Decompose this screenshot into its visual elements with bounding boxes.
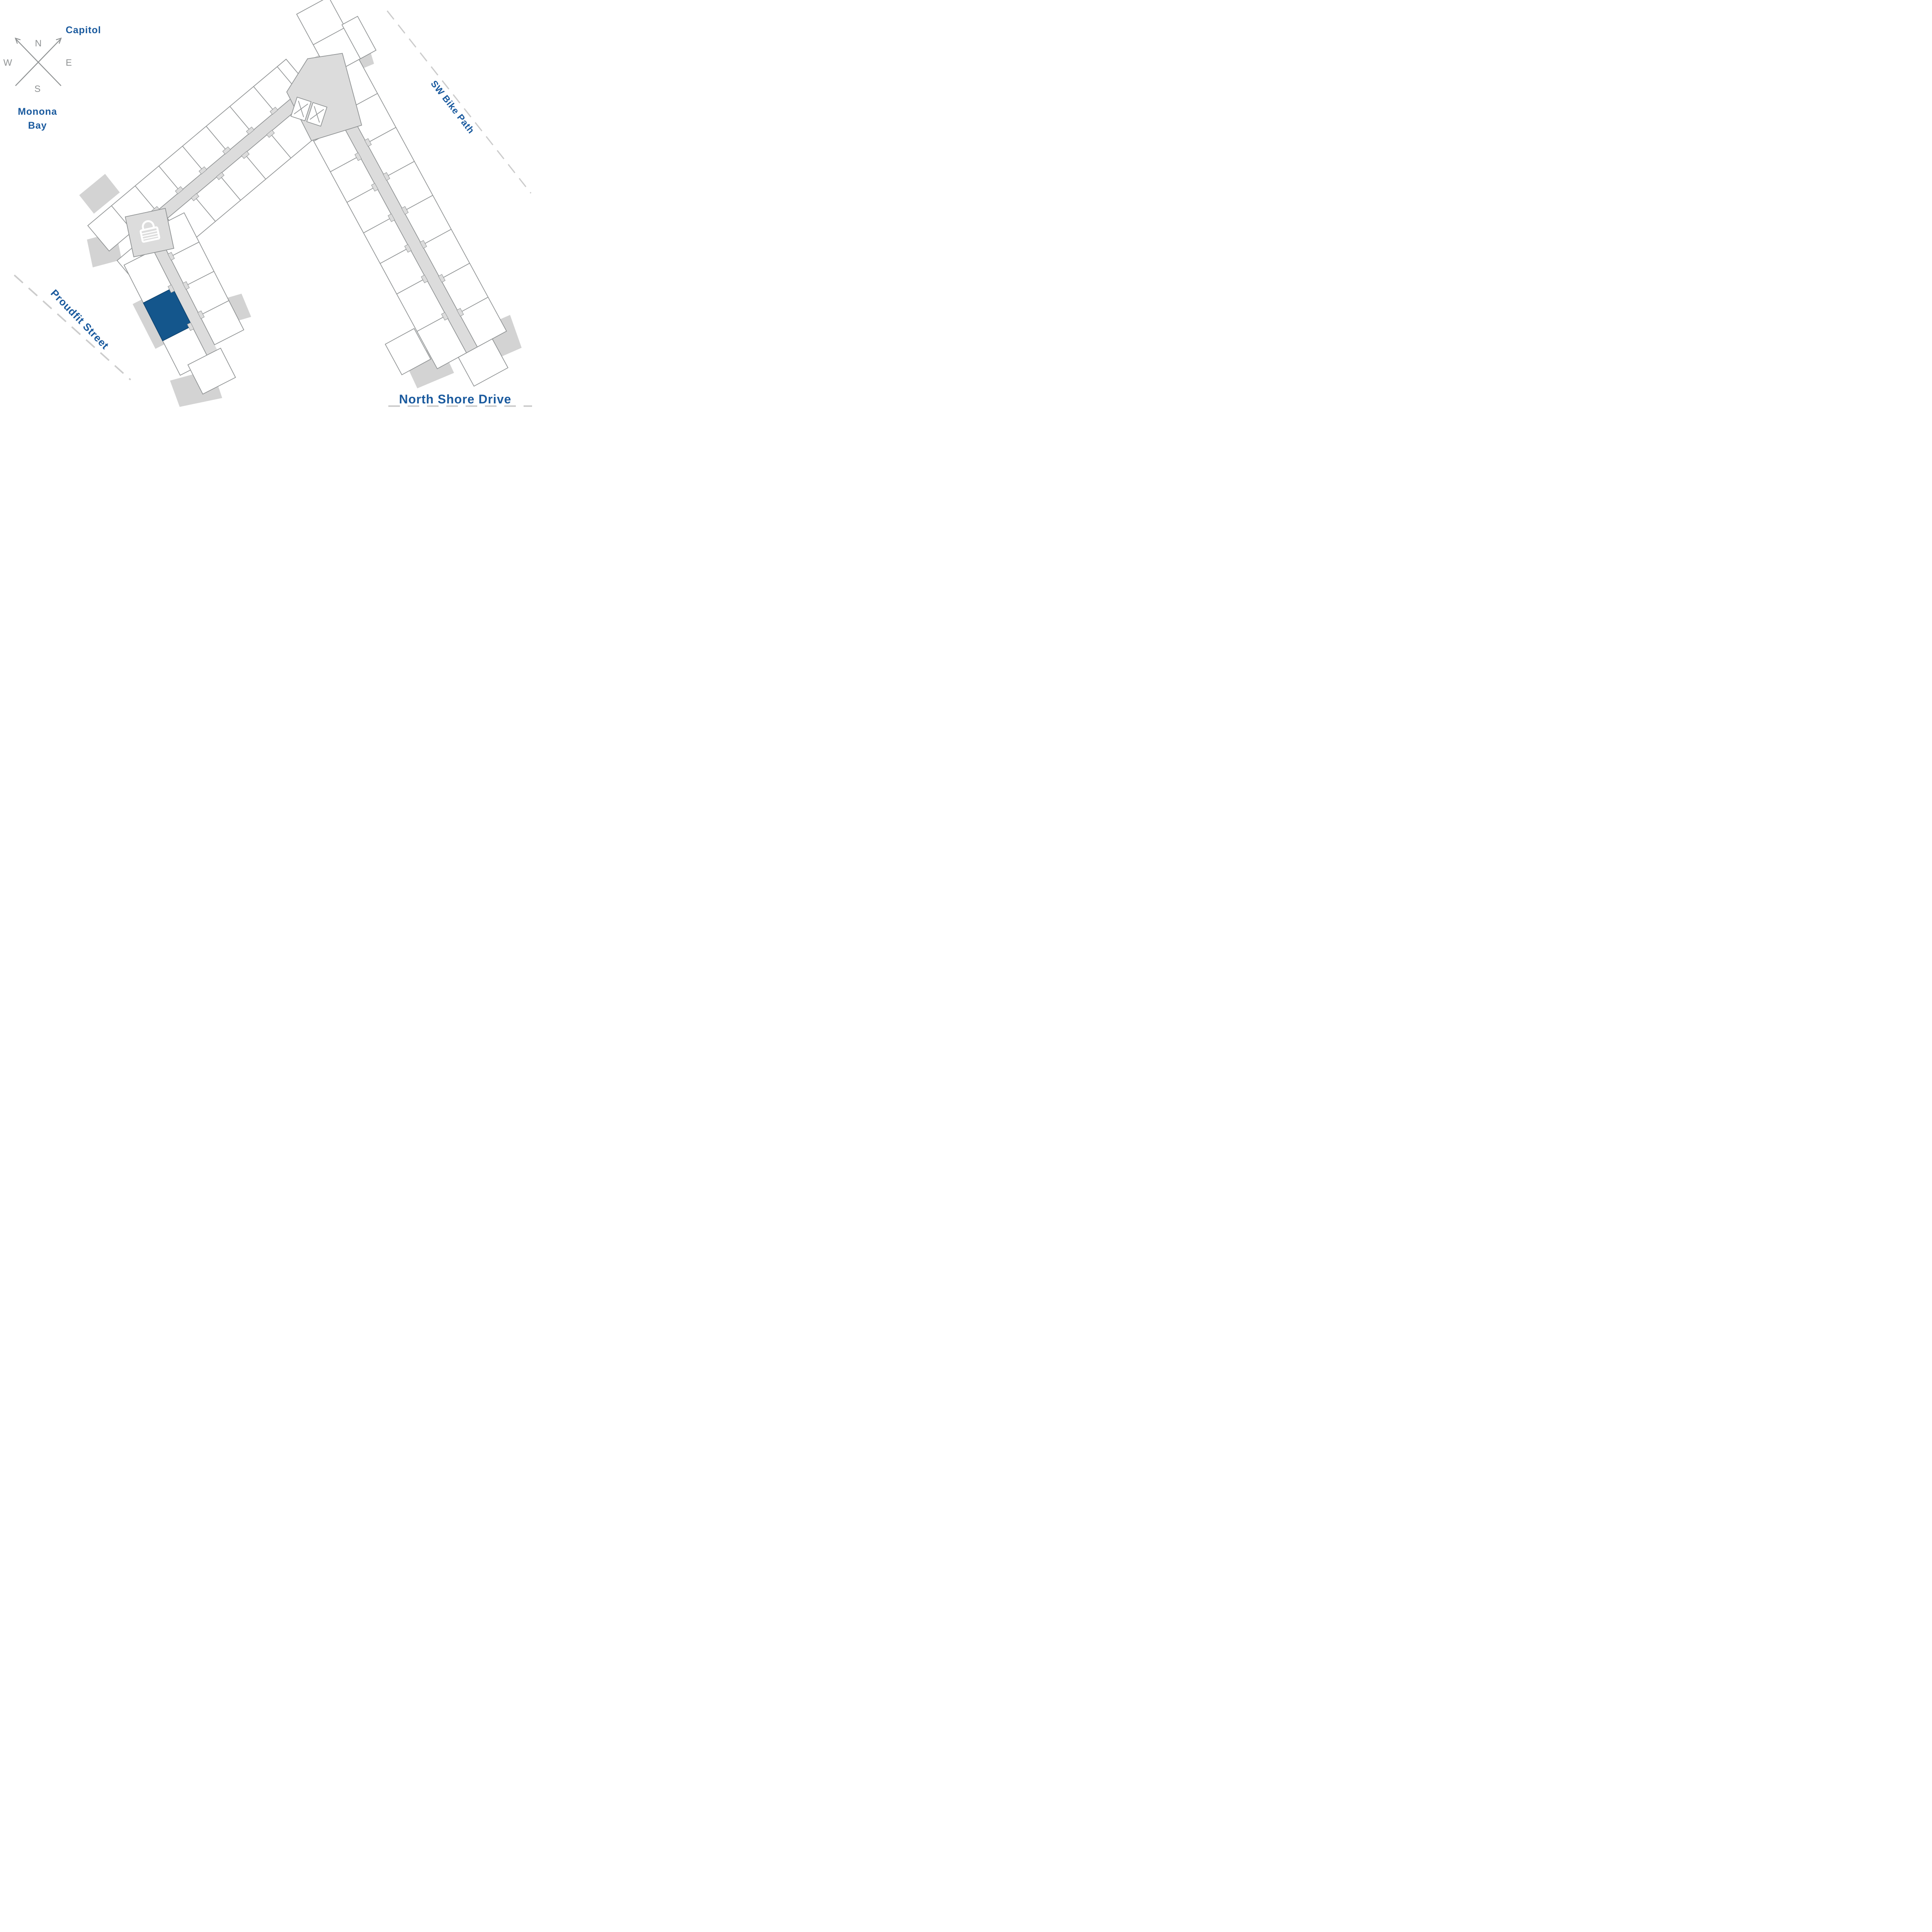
unit-end-east <box>457 338 509 387</box>
corridor-tab <box>197 310 205 319</box>
corridor-tab <box>404 244 412 253</box>
corridor-tab <box>438 274 446 283</box>
label-proudfit-street: Proudfit Street <box>48 287 111 352</box>
unit-divider <box>417 315 447 332</box>
unit-divider <box>230 106 252 132</box>
apex-common-area <box>286 53 362 141</box>
corridor-tab <box>241 151 250 159</box>
sw-bike-path-line <box>386 10 532 194</box>
corridor-tab <box>420 240 427 249</box>
corridor-tab <box>269 107 278 115</box>
unit-divider <box>244 153 266 180</box>
compass-arrow-ne <box>56 37 62 44</box>
corridor-tab <box>371 183 379 192</box>
lock-icon <box>139 220 160 243</box>
label-monona-bay-line1: Monona <box>18 106 57 117</box>
unit-divider <box>366 127 396 144</box>
site-map: N W E S Capitol Monona Bay SW Bike Path … <box>3 0 532 407</box>
shadow-selected-unit <box>133 299 165 349</box>
unit-divider <box>422 229 452 246</box>
corridor-tab <box>441 312 449 321</box>
unit-divider <box>403 195 433 212</box>
corridor-tab <box>167 284 175 293</box>
unit-divider <box>380 247 410 264</box>
unit-divider <box>182 146 204 172</box>
unit-divider <box>206 126 228 152</box>
unit-divider <box>440 263 470 280</box>
compass: N W E S <box>3 37 72 94</box>
corridor-tab <box>388 213 395 222</box>
corridor <box>137 214 231 381</box>
corridor-tab <box>364 138 372 147</box>
selected-unit[interactable] <box>143 287 192 342</box>
shadow-west-end <box>79 174 120 214</box>
unit-divider <box>269 132 291 158</box>
elevator-x-icon <box>294 100 308 117</box>
elevator-x-icon <box>310 106 324 123</box>
unit-dividers-east <box>170 242 229 316</box>
compass-n: N <box>35 38 41 49</box>
unit-bump-apex <box>341 15 377 60</box>
unit-detached-south <box>384 328 431 376</box>
unit-divider <box>135 185 157 212</box>
unit-divider <box>347 186 376 203</box>
unit-end-south <box>187 347 236 395</box>
compass-e: E <box>66 58 72 68</box>
unit-divider <box>170 242 199 257</box>
corridor-tab <box>421 274 429 283</box>
corridor-tab <box>216 172 224 180</box>
unit-divider <box>253 86 276 112</box>
corridor-tab <box>199 166 207 175</box>
unit-divider <box>330 155 360 172</box>
compass-cross-line <box>15 38 61 86</box>
corridor-tab <box>222 146 231 155</box>
unit-divider <box>396 278 426 294</box>
unit-divider <box>158 166 181 192</box>
unit-divider <box>313 27 345 45</box>
corridor-tab <box>190 193 199 201</box>
corridor-tab <box>354 152 362 161</box>
unit-row-north <box>87 58 308 252</box>
corridor-tab <box>182 281 190 290</box>
secure-entry-area <box>125 208 174 257</box>
floorplan-page: N W E S Capitol Monona Bay SW Bike Path … <box>0 0 532 407</box>
corridor-tab <box>401 206 409 215</box>
unit-divider <box>184 271 214 287</box>
wing-east <box>296 0 509 387</box>
corridor-tab <box>167 252 175 261</box>
corridor-tab <box>383 172 390 181</box>
corridor-tab <box>456 308 464 317</box>
label-capitol: Capitol <box>66 25 101 36</box>
unit-divider <box>219 174 241 201</box>
corridor <box>308 55 485 367</box>
unit-divider <box>199 300 229 316</box>
elevator-box <box>290 97 312 121</box>
label-sw-bike-path: SW Bike Path <box>429 78 476 136</box>
unit-divider <box>363 216 393 233</box>
corridor-tab <box>175 186 184 194</box>
corridor-tab <box>266 129 275 138</box>
corridor-tabs <box>167 252 205 331</box>
proudfit-street-line <box>14 274 131 381</box>
wing-southwest <box>123 212 245 395</box>
label-north-shore-drive: North Shore Drive <box>399 392 512 406</box>
unit-divider <box>459 297 488 313</box>
corridor-tab <box>246 126 255 135</box>
compass-arrow-nw <box>15 37 21 44</box>
compass-s: S <box>34 84 41 94</box>
unit-divider <box>385 161 415 178</box>
elevator-box <box>306 102 328 127</box>
label-monona-bay-line2: Bay <box>28 120 47 131</box>
corridor-tab <box>187 322 194 331</box>
compass-w: W <box>3 58 12 68</box>
unit-divider <box>194 196 216 222</box>
corridor <box>130 78 323 243</box>
